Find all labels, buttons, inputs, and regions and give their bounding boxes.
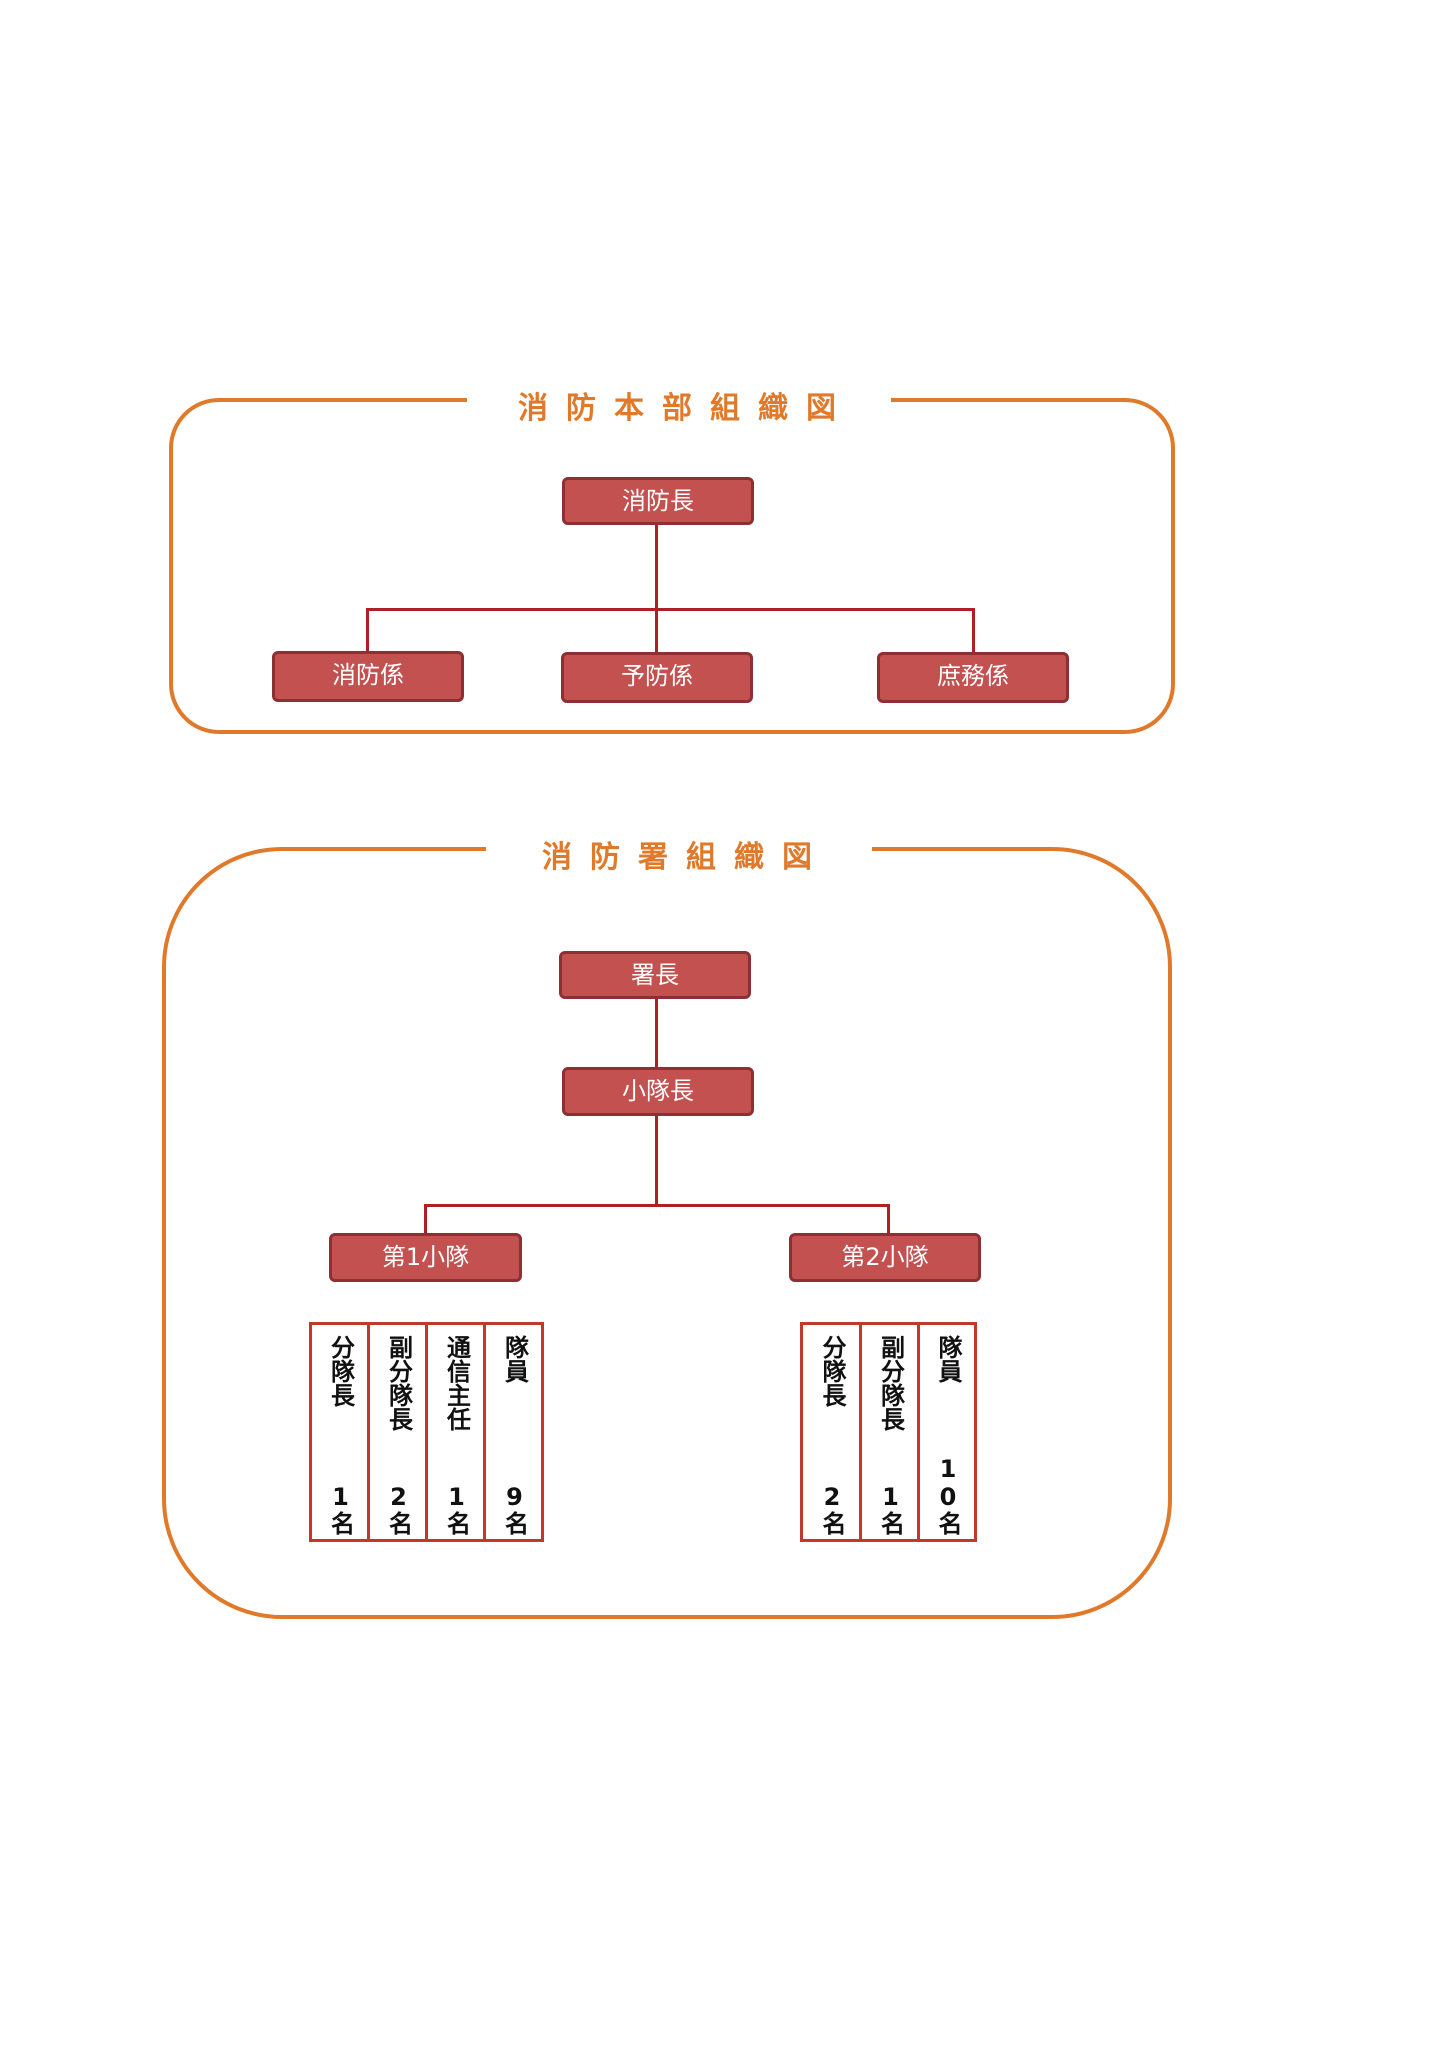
platoon-2-box: 第2小隊 (789, 1233, 981, 1282)
station-connector-head-to-leader (655, 995, 658, 1070)
station-connector-horizontal (424, 1204, 890, 1207)
member-role: 分隊長 (818, 1335, 846, 1407)
hq-chief-box: 消防長 (562, 477, 754, 525)
platoon-1-member-comms-chief: 通信主任 1名 (428, 1325, 486, 1539)
hq-connector-vertical (655, 520, 658, 610)
station-connector-leader-down (655, 1112, 658, 1207)
platoon-1-member-deputy-squad-leader: 副分隊長 2名 (370, 1325, 428, 1539)
member-role: 通信主任 (442, 1335, 471, 1431)
member-count: 1名 (442, 1483, 471, 1535)
member-count: 10名 (934, 1455, 962, 1535)
hq-connector-drop-center (655, 608, 658, 653)
member-count: 1名 (876, 1483, 905, 1535)
platoon-2-member-firefighter: 隊員 10名 (920, 1325, 974, 1539)
member-count: 2名 (818, 1483, 846, 1535)
platoon-1-member-squad-leader: 分隊長 1名 (312, 1325, 370, 1539)
member-count: 9名 (500, 1483, 529, 1535)
platoon-2-member-table: 分隊長 2名 副分隊長 1名 隊員 10名 (800, 1322, 977, 1542)
platoon-1-box: 第1小隊 (329, 1233, 522, 1282)
platoon-1-member-table: 分隊長 1名 副分隊長 2名 通信主任 1名 隊員 9名 (309, 1322, 544, 1542)
hq-title: 消防本部組織図 (467, 387, 891, 431)
hq-connector-drop-left (366, 608, 369, 653)
member-role: 隊員 (500, 1335, 529, 1383)
station-head-box: 署長 (559, 951, 751, 999)
hq-section-admin-box: 庶務係 (877, 652, 1069, 703)
station-title: 消防署組織図 (486, 836, 872, 880)
member-role: 副分隊長 (384, 1335, 413, 1431)
station-connector-drop-left (424, 1204, 427, 1236)
member-role: 隊員 (934, 1335, 962, 1383)
hq-connector-drop-right (972, 608, 975, 653)
member-count: 2名 (384, 1483, 413, 1535)
platoon-2-member-squad-leader: 分隊長 2名 (803, 1325, 862, 1539)
hq-connector-horizontal (366, 608, 975, 611)
member-role: 副分隊長 (876, 1335, 905, 1431)
platoon-2-member-deputy-squad-leader: 副分隊長 1名 (862, 1325, 920, 1539)
platoon-1-member-firefighter: 隊員 9名 (486, 1325, 541, 1539)
station-connector-drop-right (887, 1204, 890, 1236)
hq-section-prevention-box: 予防係 (561, 652, 753, 703)
station-platoon-leader-box: 小隊長 (562, 1067, 754, 1116)
member-role: 分隊長 (326, 1335, 355, 1407)
member-count: 1名 (326, 1483, 355, 1535)
hq-section-fire-box: 消防係 (272, 651, 464, 702)
